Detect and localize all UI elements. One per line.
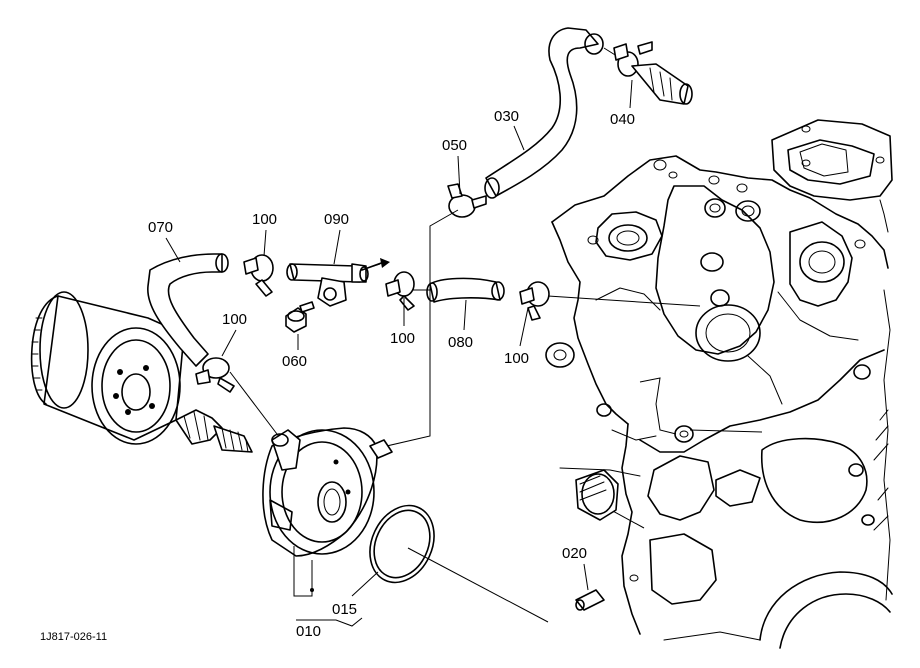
hose-oil-cooler xyxy=(147,253,229,367)
callout-030[interactable]: 030 xyxy=(494,108,519,125)
callout-010[interactable]: 010 xyxy=(296,623,321,640)
callout-015[interactable]: 015 xyxy=(332,601,357,618)
callout-040[interactable]: 040 xyxy=(610,111,635,128)
callout-020[interactable]: 020 xyxy=(562,545,587,562)
bolt[interactable] xyxy=(285,301,315,333)
threaded-plug xyxy=(575,469,619,521)
callout-100-c[interactable]: 100 xyxy=(390,330,415,347)
clamp-100b[interactable] xyxy=(195,357,235,393)
callout-100-b[interactable]: 100 xyxy=(222,311,247,328)
center-stud xyxy=(175,409,253,453)
hose-fitting[interactable] xyxy=(613,41,693,105)
clamp-100a[interactable] xyxy=(243,254,274,297)
oil-cooler xyxy=(262,427,393,597)
callout-060[interactable]: 060 xyxy=(282,353,307,370)
o-ring xyxy=(369,504,435,584)
callout-090[interactable]: 090 xyxy=(324,211,349,228)
hose-upper[interactable] xyxy=(484,27,604,199)
drawing-code: 1J817-026-11 xyxy=(40,631,107,643)
clamp-100d[interactable] xyxy=(519,281,550,321)
callout-080[interactable]: 080 xyxy=(448,334,473,351)
engine-block xyxy=(545,119,893,649)
callout-100-d[interactable]: 100 xyxy=(504,350,529,367)
hose-middle[interactable] xyxy=(426,277,505,303)
callout-100-a[interactable]: 100 xyxy=(252,211,277,228)
callout-050[interactable]: 050 xyxy=(442,137,467,154)
callout-070[interactable]: 070 xyxy=(148,219,173,236)
clamp-upper[interactable] xyxy=(447,183,487,218)
pin[interactable] xyxy=(575,589,605,611)
clamp-100c[interactable] xyxy=(385,271,415,311)
pipe-joint[interactable] xyxy=(286,258,390,307)
callout-labels: 030 040 050 070 100 090 100 060 100 080 … xyxy=(148,79,635,640)
